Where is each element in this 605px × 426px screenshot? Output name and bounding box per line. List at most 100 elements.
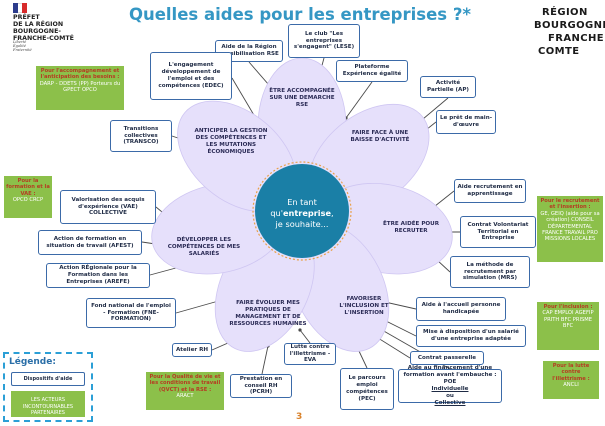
- acteurs-body: GE, GEIQ (aide pour sa création) CONSEIL…: [540, 210, 600, 243]
- box-transco[interactable]: Transitions collectives (TRANSCO): [110, 120, 172, 152]
- box-rse-region[interactable]: Aide de la Région sensibilisation RSE: [215, 40, 283, 62]
- box-afest[interactable]: Action de formation en situation de trav…: [38, 230, 142, 255]
- box-label: Activité Partielle (AP): [427, 80, 469, 93]
- box-contrat-territorial[interactable]: Contrat Volontariat Territorial en Entre…: [460, 216, 536, 248]
- box-label: Valorisation des acquis d'expérience (VA…: [71, 196, 145, 217]
- petal-label-anticiper: ANTICIPER LA GESTION DES COMPÉTENCES ET …: [194, 128, 268, 155]
- box-label: Mise à disposition d'un salarié d'une en…: [423, 329, 519, 342]
- motto-line: Égalité: [13, 44, 26, 49]
- legend-title: Légende:: [9, 357, 56, 367]
- petal-label-recruter: ÊTRE AIDÉE POUR RECRUTER: [382, 221, 440, 234]
- center-line: En tant: [287, 197, 317, 207]
- poe-text: POE: [443, 379, 457, 386]
- box-club-lese[interactable]: Le club "Les entreprises s'engagent" (LE…: [288, 24, 360, 58]
- poe-individuelle-link[interactable]: Individuelle: [431, 386, 469, 392]
- acteurs-title: Pour l'inclusion :: [543, 304, 593, 310]
- prefet-line: PRÉFET: [13, 14, 40, 21]
- box-label: Transitions collectives (TRANSCO): [123, 125, 159, 146]
- center-ring: [252, 161, 352, 261]
- acteurs-title: Pour la formation et la VAE :: [6, 178, 50, 197]
- acteurs-title: Pour le recrutement et l'insertion :: [540, 198, 600, 211]
- acteurs-body: CAP EMPLOI AGEFIP PRITH BFC PRISME BFC: [542, 310, 594, 330]
- box-label: Aide de la Région sensibilisation RSE: [219, 44, 279, 57]
- box-arefe[interactable]: Action RÉgionale pour la Formation dans …: [46, 263, 150, 288]
- box-label: Aide au financement d'une: [407, 365, 493, 372]
- acteurs-qvct: Pour la Qualité de vie et les conditions…: [146, 372, 224, 410]
- connector-line: [261, 345, 269, 375]
- petal-label-rse: ÊTRE ACCOMPAGNÉE SUR UNE DEMARCHE RSE: [269, 88, 335, 108]
- box-label: Action RÉgionale pour la Formation dans …: [59, 265, 137, 285]
- box-label: Le parcours emploi compétences (PEC): [346, 375, 388, 402]
- acteurs-inclusion: Pour l'inclusion : CAP EMPLOI AGEFIP PRI…: [537, 302, 599, 350]
- box-label: Le club "Les entreprises s'engagent" (LE…: [293, 30, 355, 51]
- acteurs-body: ARACT: [176, 393, 194, 400]
- box-aide-apprentissage[interactable]: Aide recrutement en apprentissage: [454, 179, 526, 203]
- center-text-bold: entreprise: [283, 208, 332, 218]
- acteurs-title: Pour la lutte contre l'illettrisme :: [552, 363, 590, 382]
- region-logo: RÉGION BOURGOGNE FRANCHE COMTE: [534, 6, 605, 58]
- petal-label-competences: DÉVELOPPER LES COMPÉTENCES DE MES SALARI…: [167, 237, 241, 257]
- prefet-line: BOURGOGNE-: [13, 28, 61, 35]
- box-atelier-rh[interactable]: Atelier RH: [172, 343, 212, 357]
- box-pret-main-oeuvre[interactable]: Le prêt de main-d'œuvre: [436, 110, 496, 134]
- center-text-part: qu': [270, 208, 283, 218]
- region-logo-line: RÉGION: [542, 7, 588, 18]
- box-contrat-passerelle[interactable]: Contrat passerelle: [410, 351, 484, 365]
- box-pcrh[interactable]: Prestation en conseil RH (PCRH): [230, 374, 292, 398]
- box-label-poe: POE Individuelle ou Collective: [432, 379, 469, 407]
- region-logo-line: COMTE: [538, 46, 580, 57]
- center-line: je souhaite...: [275, 219, 329, 229]
- acteurs-recrutement: Pour le recrutement et l'insertion : GE,…: [537, 196, 603, 262]
- box-label: Action de formation en situation de trav…: [46, 235, 134, 249]
- acteurs-body: DARP - DDETS (PP) Porteurs du GPECT OPCO: [39, 80, 121, 94]
- acteurs-illettrisme: Pour la lutte contre l'illettrisme : ANC…: [543, 361, 599, 399]
- box-label: formation avant l'embauche :: [403, 372, 497, 379]
- box-eva[interactable]: Lutte contre l'illettrisme - EVA: [284, 343, 336, 365]
- acteurs-accompagnement: Pour l'accompagnement et l'anticipation …: [36, 66, 124, 110]
- box-label: Prestation en conseil RH (PCRH): [239, 375, 283, 396]
- page-title: Quelles aides pour les entreprises ?*: [128, 5, 472, 24]
- region-logo-line: FRANCHE: [548, 33, 604, 44]
- acteurs-body: OPCO CRCP: [12, 197, 44, 204]
- region-logo-line: BOURGOGNE: [534, 20, 605, 31]
- acteurs-title: Pour la Qualité de vie et les conditions…: [149, 374, 221, 393]
- box-aide-financement[interactable]: Aide au financement d'une formation avan…: [398, 365, 502, 406]
- box-mrs[interactable]: La méthode de recrutement par simulation…: [450, 256, 530, 288]
- box-fne-formation[interactable]: Fond national de l'emploi - Formation (F…: [86, 298, 176, 328]
- poe-text: ou: [446, 392, 454, 399]
- center-text: En tant qu'entreprise, je souhaite...: [257, 197, 347, 230]
- box-activite-partielle[interactable]: Activité Partielle (AP): [420, 76, 476, 98]
- box-label: Lutte contre l'illettrisme - EVA: [289, 343, 331, 364]
- connector-line: [175, 299, 223, 314]
- box-edec[interactable]: L'engagement développement de l'emploi e…: [150, 52, 232, 100]
- poe-collective-link[interactable]: Collective: [434, 399, 466, 406]
- box-pec[interactable]: Le parcours emploi compétences (PEC): [340, 368, 394, 410]
- motto-line: Fraternité: [13, 48, 32, 53]
- petal-label-inclusion: FAVORISER L'INCLUSION ET L'INSERTION: [339, 296, 389, 316]
- footer-note: [262, 421, 602, 425]
- prefet-flag-icon: [13, 3, 28, 13]
- legend-item-acteurs: LES ACTEURS INCONTOURNABLES PARTENAIRES: [11, 391, 85, 417]
- petal-label-baisse-activite: FAIRE FACE À UNE BAISSE D'ACTIVITÉ: [350, 130, 410, 143]
- acteurs-title: Pour l'accompagnement et l'anticipation …: [40, 68, 120, 81]
- page-number: 3: [296, 412, 303, 422]
- box-label: Atelier RH: [175, 346, 209, 353]
- box-label: Le prêt de main-d'œuvre: [439, 115, 493, 128]
- box-mise-a-disposition[interactable]: Mise à disposition d'un salarié d'une en…: [416, 325, 526, 347]
- box-vae-collective[interactable]: Valorisation des acquis d'expérience (VA…: [60, 190, 156, 224]
- acteurs-body: ANCLI: [563, 382, 579, 389]
- prefet-line: DE LA RÉGION: [13, 21, 64, 28]
- connector-dot: [298, 328, 302, 332]
- petal-label-management: FAIRE ÉVOLUER MES PRATIQUES DE MANAGEMEN…: [229, 300, 307, 327]
- legend: Légende: Dispositifs d'aide LES ACTEURS …: [3, 352, 93, 422]
- prefet-motto: Liberté Égalité Fraternité: [13, 40, 53, 53]
- box-label: L'engagement développement de l'emploi e…: [158, 62, 224, 89]
- box-label: Plateforme Expérience égalité: [342, 64, 402, 77]
- box-label: Aide recrutement en apprentissage: [457, 184, 523, 197]
- connector-line: [299, 329, 311, 344]
- box-plateforme-egalite[interactable]: Plateforme Expérience égalité: [336, 60, 408, 82]
- box-aide-handicap[interactable]: Aide à l'accueil personne handicapée: [416, 297, 506, 321]
- motto-line: Liberté: [13, 40, 27, 44]
